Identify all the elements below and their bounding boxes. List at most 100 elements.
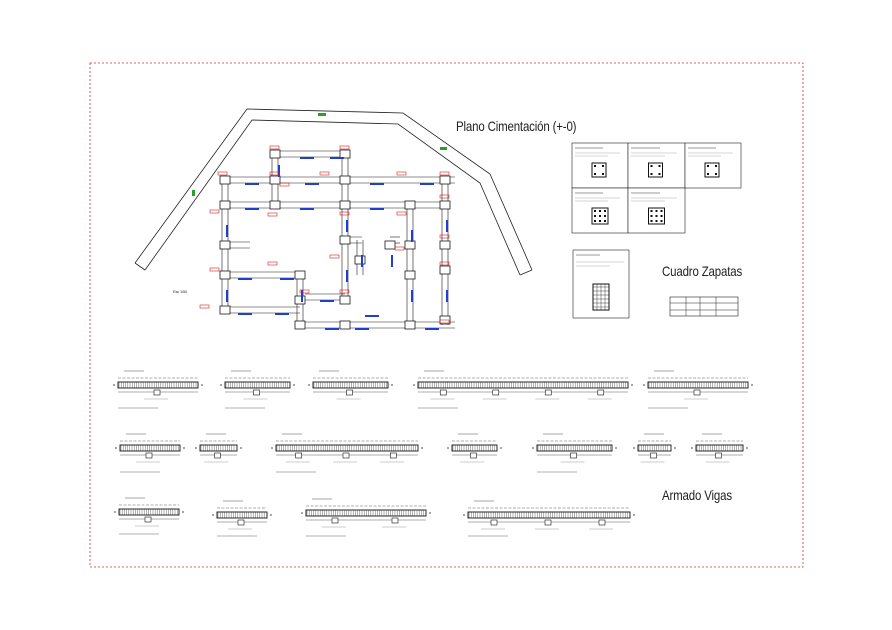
beam-section-icon (117, 381, 199, 389)
summary-table (669, 296, 739, 317)
rebar-dot (715, 165, 717, 167)
sheet-border (89, 62, 804, 568)
rebar-dot (594, 220, 596, 222)
footing-square (339, 175, 351, 185)
footing-square (294, 270, 306, 280)
foundation-beams (226, 157, 448, 330)
beam-details (113, 370, 753, 537)
rebar-dot (604, 215, 606, 217)
beam-label-mark (365, 315, 379, 317)
rebar-dot (602, 165, 604, 167)
beam-label-mark (325, 328, 339, 330)
boundary-marker (440, 147, 447, 150)
rebar-dot (599, 220, 601, 222)
footing-tag (439, 194, 450, 199)
section-mark (597, 389, 605, 396)
section-mark (715, 452, 722, 459)
footing-square (439, 240, 451, 250)
footing-cell (571, 142, 629, 189)
rebar-dot (658, 173, 661, 175)
section-mark (295, 452, 302, 459)
footing-tag (396, 171, 407, 176)
rebar-dot (707, 173, 709, 175)
footing-square (219, 240, 231, 250)
footing-tags (199, 145, 450, 324)
beam-section-icon (647, 381, 749, 389)
footing-plan-icon (648, 162, 663, 178)
beam-label-mark (305, 183, 319, 185)
footing-tag (217, 171, 228, 176)
rebar-dot (660, 215, 663, 217)
footing-tag (209, 209, 220, 214)
section-mark (492, 389, 500, 396)
rebar-dot (594, 210, 596, 212)
footing-square (339, 295, 351, 305)
rebar-dot (604, 210, 606, 212)
rebar-dot (660, 220, 663, 222)
footing-square (219, 200, 231, 210)
section-mark (544, 519, 552, 526)
rebar-dot (655, 210, 658, 212)
beam-label-mark (245, 208, 259, 210)
section-mark (693, 389, 701, 396)
rebar-dot (602, 173, 604, 175)
rebar-dot (655, 220, 658, 222)
section-mark (470, 452, 477, 459)
section-mark (342, 452, 350, 459)
beam-label-mark (411, 230, 413, 242)
footing-square (439, 175, 451, 185)
rebar-dot (594, 173, 596, 175)
boundary-marker (192, 190, 195, 196)
rebar-dot (594, 165, 596, 167)
footing-square (384, 240, 396, 250)
footings-table-title: Cuadro Zapatas (662, 263, 743, 279)
footing-square (404, 320, 416, 330)
footing-square (339, 149, 351, 159)
footing-plan-icon (648, 207, 665, 225)
footing-square (219, 175, 231, 185)
footing-square (339, 200, 351, 210)
section-mark (439, 389, 447, 396)
footing-tag (199, 304, 210, 309)
rebar-dot (650, 173, 653, 175)
beam-label-mark (226, 225, 228, 237)
footing-tag (269, 145, 280, 150)
section-mark (391, 517, 399, 524)
rebar-dot (650, 165, 653, 167)
plan-title: Plano Cimentación (+-0) (456, 118, 577, 134)
beam-label-mark (280, 278, 294, 280)
beam-label-mark (420, 183, 434, 185)
section-mark (598, 519, 606, 526)
beam-label-mark (370, 183, 384, 185)
beam-label-mark (330, 157, 344, 159)
footing-tag (267, 261, 278, 266)
footing-tag (339, 289, 350, 294)
footing-plan-icon (591, 207, 609, 225)
beam-section-icon (451, 444, 498, 452)
beam-label-mark (245, 183, 259, 185)
footing-square (219, 270, 231, 280)
section-mark (570, 452, 577, 459)
section-mark (153, 389, 161, 396)
footing-tag (439, 234, 450, 239)
rebar-dot (650, 220, 653, 222)
footing-square (404, 200, 416, 210)
beam-label-mark (391, 255, 393, 267)
beam-label-mark (370, 208, 384, 210)
beam-label-mark (238, 313, 252, 315)
beam-section-icon (118, 508, 180, 516)
section-mark (145, 452, 153, 459)
beam-section-icon (312, 381, 389, 389)
footing-square (269, 175, 281, 185)
footing-tag (279, 182, 290, 187)
footing-tag (329, 254, 340, 259)
footing-square (354, 255, 366, 265)
footing-tag (396, 211, 407, 216)
footing-tag (439, 261, 450, 266)
beam-label-mark (226, 290, 228, 302)
rebar-dot (658, 165, 661, 167)
foundation-plan (134, 108, 533, 330)
footing-tag (209, 267, 220, 272)
footing-square (439, 200, 451, 210)
